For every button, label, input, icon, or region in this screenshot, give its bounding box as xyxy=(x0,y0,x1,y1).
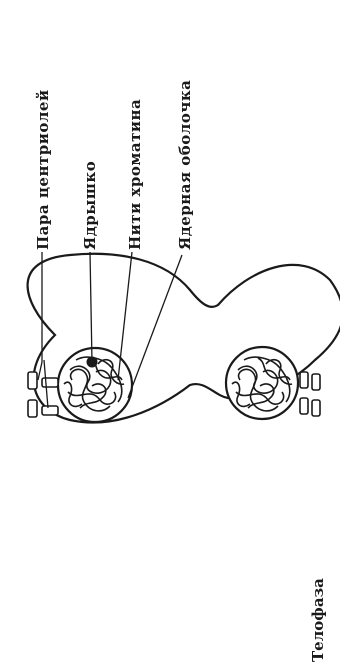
lower-daughter-nucleus xyxy=(226,347,298,419)
label-nucleolus: Ядрышко xyxy=(81,161,99,250)
lower-centriole-pair xyxy=(300,372,320,416)
leader-nuclear-envelope xyxy=(128,255,182,398)
leader-nucleolus xyxy=(90,252,92,362)
label-nuclear-envelope: Ядерная оболочка xyxy=(176,80,194,250)
stage-title: Телофаза xyxy=(309,578,327,662)
label-chromatin-threads: Нити хроматина xyxy=(126,99,144,250)
upper-centriole-pair xyxy=(28,372,58,417)
label-centriole-pair: Пара центриолей xyxy=(34,89,52,250)
leader-chromatin-threads xyxy=(118,252,132,380)
